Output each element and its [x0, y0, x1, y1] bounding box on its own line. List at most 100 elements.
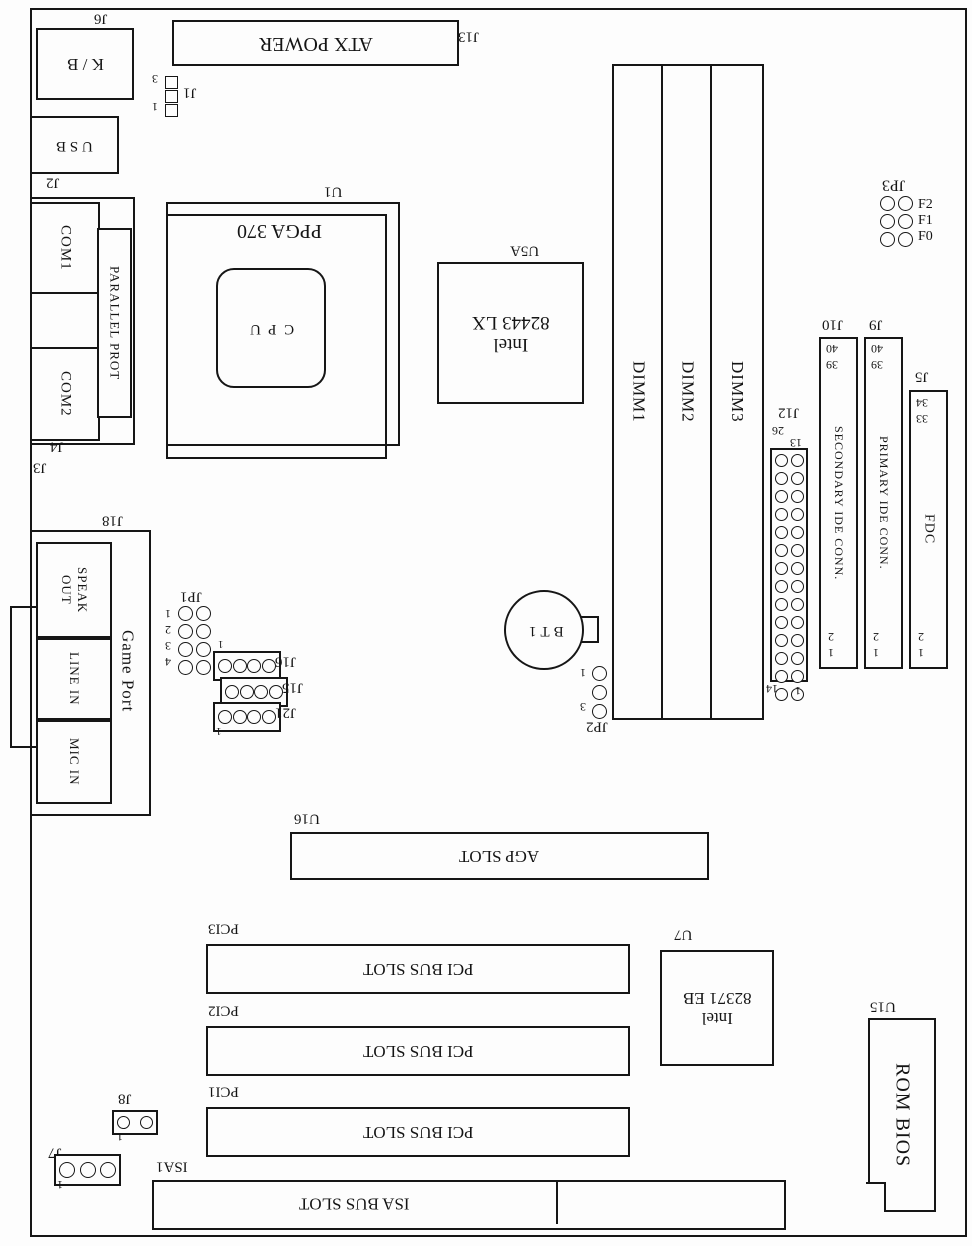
pci1-slot: PCI BUS SLOT	[206, 1107, 630, 1157]
game-port-label-wrap: Game Port	[110, 592, 144, 750]
pin	[775, 490, 788, 503]
pin	[59, 1162, 75, 1178]
j18-ref: J18	[102, 512, 123, 529]
j16-pin1-label: 1	[218, 638, 224, 651]
u7-ref: U7	[674, 926, 693, 943]
pin	[880, 196, 895, 211]
agp-slot-label: AGP SLOT	[459, 847, 540, 866]
j8-ref: J8	[118, 1090, 132, 1107]
dimm3-label: DIMM3	[728, 361, 747, 423]
atx-power-label: ATX POWER	[258, 32, 373, 55]
dimm2-label: DIMM2	[678, 361, 698, 423]
jp2-pin3-label: 3	[580, 700, 586, 715]
pin	[225, 685, 239, 699]
pin	[898, 214, 913, 229]
atx-power-connector: ATX POWER	[172, 20, 459, 66]
isa-slot-label: ISA BUS SLOT	[298, 1194, 410, 1214]
primary-ide-label: PRIMARY IDE CONN.	[877, 436, 891, 570]
pin	[898, 196, 913, 211]
speaker-out-jack: SPEAK OUT	[36, 542, 112, 638]
pci3-ref: PCI3	[208, 920, 239, 937]
pin	[79, 1162, 96, 1178]
jp1-pin1-label: 1	[165, 607, 171, 622]
northbridge-chip: Intel 82443 LX	[437, 262, 584, 404]
pin	[268, 685, 283, 699]
pci1-slot-label: PCI BUS SLOT	[362, 1123, 474, 1142]
pin	[100, 1162, 116, 1178]
u16-ref: U16	[294, 810, 320, 827]
jp1-pin3-label: 3	[165, 639, 171, 654]
j4-ref: J4	[50, 438, 64, 455]
pin	[218, 659, 232, 673]
pin	[791, 472, 804, 485]
mic-in-label: MIC IN	[67, 738, 82, 786]
j16-ref: J16	[275, 653, 296, 670]
rom-bios-chip: ROM BIOS	[868, 1018, 936, 1212]
j1-pin-block	[165, 76, 178, 117]
pin	[592, 704, 607, 719]
northbridge-label-line1: Intel	[493, 334, 528, 355]
pin	[117, 1116, 130, 1129]
com1-connector: COM1	[30, 202, 100, 294]
j12-pin26-label: 26	[772, 424, 784, 439]
isa-slot-divider	[556, 1182, 558, 1224]
pci2-slot-label: PCI BUS SLOT	[362, 1042, 474, 1061]
usb-connector: U S B	[30, 116, 119, 174]
fdc-pin1: 1	[918, 646, 924, 661]
fdc-connector: FDC	[909, 390, 948, 669]
j2-ref: J2	[46, 174, 60, 191]
pin	[775, 508, 788, 521]
fdc-label: FDC	[921, 514, 937, 545]
pin	[791, 580, 804, 593]
secondary-ide-pin1: 1	[828, 646, 834, 661]
pin	[791, 526, 804, 539]
jp3-f2-label: F2	[918, 197, 933, 212]
pin	[178, 624, 193, 639]
isa-slot	[152, 1180, 786, 1230]
pci2-slot: PCI BUS SLOT	[206, 1026, 630, 1076]
com1-label: COM1	[57, 225, 74, 271]
dimm1-slot: DIMM1	[612, 64, 665, 720]
pin	[791, 562, 804, 575]
pin	[196, 660, 211, 675]
j12-pin14-label: 14	[766, 682, 778, 697]
game-port-bracket	[10, 606, 38, 748]
mic-in-jack: MIC IN	[36, 720, 112, 804]
cpu-label: C P U	[247, 320, 295, 337]
j9-ref: J9	[869, 316, 883, 333]
pin	[592, 685, 607, 700]
line-in-jack: LINE IN	[36, 638, 112, 720]
fdc-pin34: 34	[916, 396, 928, 411]
usb-label: U S B	[56, 137, 93, 154]
jp2-ref: JP2	[586, 718, 608, 735]
pin	[165, 104, 178, 117]
agp-slot: AGP SLOT	[290, 832, 709, 880]
pin	[140, 1116, 153, 1129]
pin	[775, 652, 788, 665]
j16-jumper	[213, 651, 281, 681]
pin	[775, 670, 788, 683]
secondary-ide-label: SECONDARY IDE CONN.	[832, 425, 846, 581]
ppga370-label: PPGA 370	[237, 220, 323, 242]
pin	[791, 598, 804, 611]
pin	[898, 232, 913, 247]
pin	[218, 710, 232, 724]
pin	[775, 598, 788, 611]
game-port-label: Game Port	[118, 629, 138, 713]
pci1-ref: PCI1	[208, 1083, 239, 1100]
rom-bios-label: ROM BIOS	[891, 1062, 914, 1168]
ppga370-label-wrap: PPGA 370	[198, 218, 362, 244]
j12-pins	[775, 454, 809, 701]
parallel-port-connector: PARALLEL PROT	[97, 228, 132, 418]
primary-ide-pin39: 39	[871, 358, 883, 373]
rom-bios-notch	[866, 1182, 886, 1212]
jp1-ref: JP1	[180, 588, 202, 605]
pin	[791, 652, 804, 665]
speaker-out-label: SPEAK OUT	[59, 566, 90, 614]
pin	[165, 76, 178, 89]
northbridge-label-line2: 82443 LX	[471, 312, 550, 333]
pin	[775, 562, 788, 575]
jp2-pin1-label: 1	[580, 666, 586, 681]
pin	[775, 544, 788, 557]
